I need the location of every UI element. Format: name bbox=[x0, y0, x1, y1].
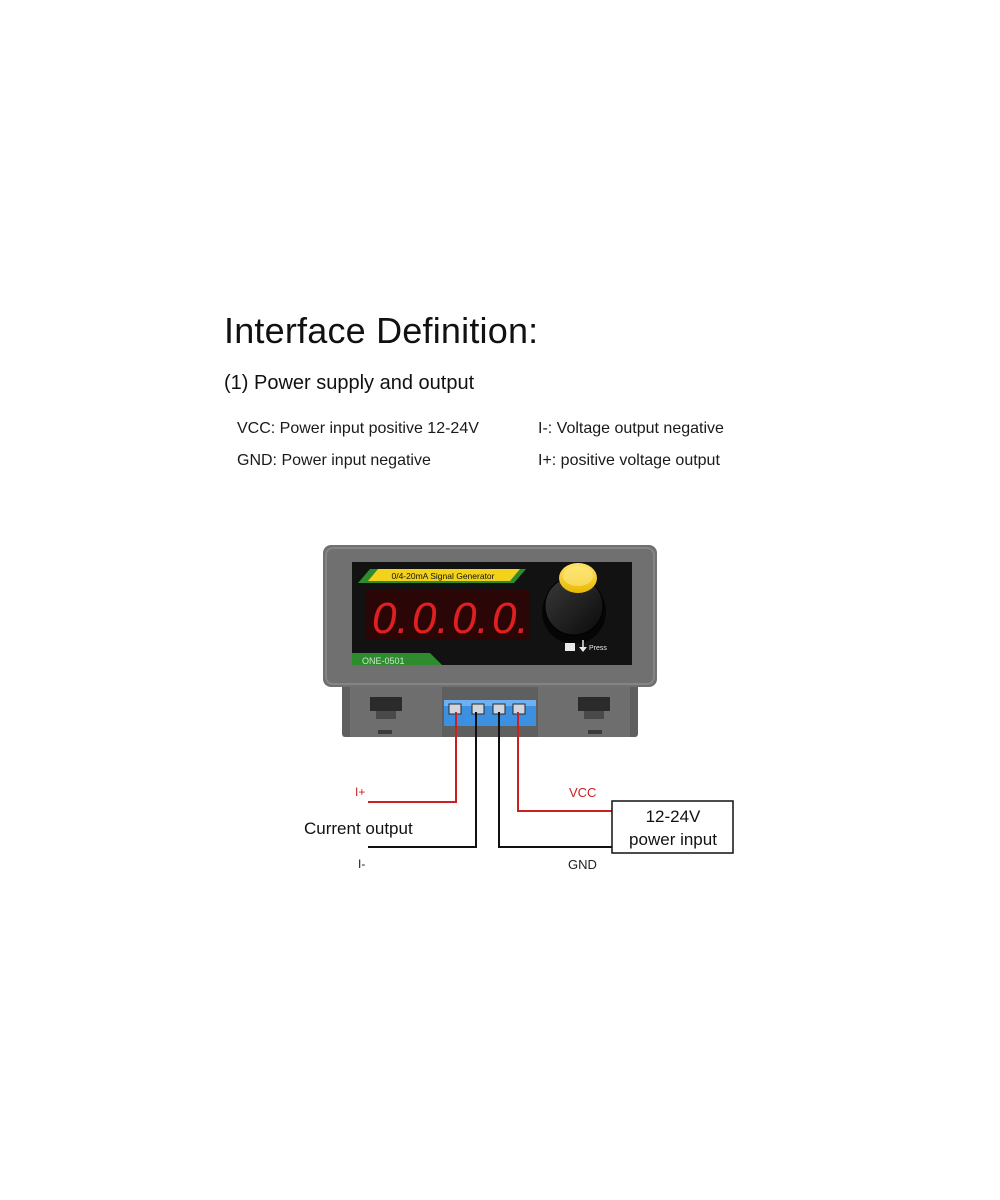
wire-i-plus bbox=[368, 712, 457, 803]
led-digit: 0. bbox=[412, 594, 449, 643]
wire-vcc bbox=[517, 712, 612, 812]
led-digit: 0. bbox=[492, 594, 529, 643]
model-label: ONE-0501 bbox=[362, 656, 405, 666]
led-digit: 0. bbox=[452, 594, 489, 643]
definition-i-minus: I-: Voltage output negative bbox=[538, 420, 724, 437]
press-label: Press bbox=[589, 645, 607, 652]
section-heading: (1) Power supply and output bbox=[224, 372, 475, 394]
model-label-stripe bbox=[352, 653, 442, 665]
housing-foot-left bbox=[378, 730, 392, 734]
power-input-label: power input bbox=[629, 830, 717, 849]
mount-clip-left bbox=[370, 697, 402, 711]
bezel-highlight bbox=[325, 547, 655, 685]
led-digits: 0.0.0.0. bbox=[372, 594, 529, 643]
device-banner bbox=[368, 569, 520, 581]
led-display bbox=[365, 590, 530, 640]
definition-gnd: GND: Power input negative bbox=[237, 452, 431, 469]
signal-generator-device: 0/4-20mA Signal Generator 0.0.0.0. ONE-0… bbox=[323, 545, 657, 737]
power-input-box bbox=[611, 800, 734, 854]
wire-i-minus bbox=[368, 712, 477, 848]
housing-foot-right bbox=[588, 730, 602, 734]
label-vcc: VCC bbox=[569, 785, 596, 800]
rotary-knob[interactable] bbox=[544, 563, 604, 636]
label-i-plus: I+ bbox=[355, 785, 365, 799]
press-icon bbox=[565, 640, 587, 652]
label-current-output: Current output bbox=[304, 819, 413, 838]
wires bbox=[368, 712, 612, 848]
led-digit: 0. bbox=[372, 594, 409, 643]
definition-vcc: VCC: Power input positive 12-24V bbox=[237, 420, 479, 437]
device-banner-text: 0/4-20mA Signal Generator bbox=[391, 571, 494, 581]
page-title: Interface Definition: bbox=[224, 310, 539, 351]
power-input-voltage: 12-24V bbox=[646, 807, 701, 826]
label-i-minus: I- bbox=[358, 857, 365, 871]
mount-clip-right-tab bbox=[584, 711, 604, 719]
mount-clip-left-tab bbox=[376, 711, 396, 719]
label-gnd: GND bbox=[568, 857, 597, 872]
terminal-block-top bbox=[444, 700, 536, 706]
wire-gnd bbox=[498, 712, 612, 848]
mount-clip-right bbox=[578, 697, 610, 711]
definition-i-plus: I+: positive voltage output bbox=[538, 452, 720, 469]
knob-cap-shine bbox=[563, 566, 593, 586]
